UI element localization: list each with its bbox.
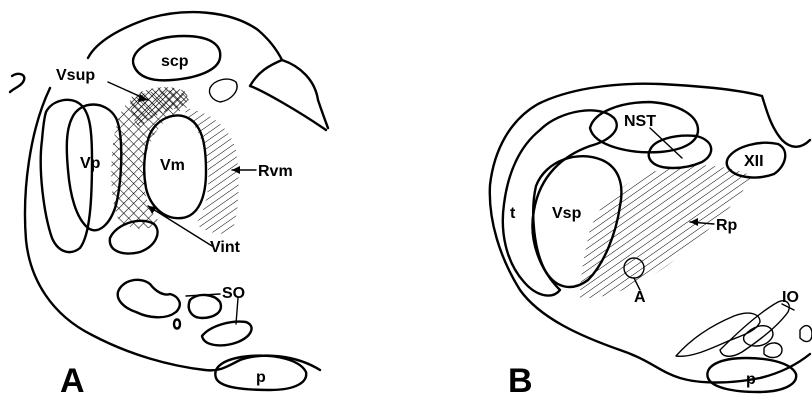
label-rvm: Rvm [258,163,293,180]
label-vm: Vm [160,157,185,174]
scp-lobe [209,79,237,102]
label-xii: XII [744,153,764,170]
io-structure-4 [764,343,782,358]
so-structure-1 [118,280,180,317]
label-scp: scp [161,53,189,70]
so-structure-3 [202,322,252,346]
vp-outer [41,100,92,252]
label-p-a: p [256,369,266,386]
label-vint: Vint [210,239,241,256]
label-p-b: p [746,371,756,388]
label-vp: Vp [80,155,101,172]
io-structure-3 [744,326,773,346]
label-a: A [634,289,646,306]
panel-b: NST XII t Vsp Rp A IO p B [490,84,812,396]
label-nst: NST [624,113,656,130]
panel-a: Vsup scp Vp Vm Rvm Vint SO p A [10,12,328,396]
so-structure-2 [189,295,221,318]
panel-a-hook [10,74,24,92]
panel-letter-a: A [60,362,85,396]
panel-letter-b: B [508,362,533,396]
label-vsup: Vsup [56,67,95,84]
so-structure-4 [174,320,180,329]
label-so: SO [222,285,245,302]
io-structure-1 [676,313,760,356]
label-vsp: Vsp [552,205,582,222]
panel-a-outline-top [250,60,326,130]
so-leader-1 [186,294,220,296]
label-io: IO [782,289,799,306]
label-rp: Rp [716,217,738,234]
label-t: t [510,205,516,222]
io-structure-5 [800,326,812,342]
